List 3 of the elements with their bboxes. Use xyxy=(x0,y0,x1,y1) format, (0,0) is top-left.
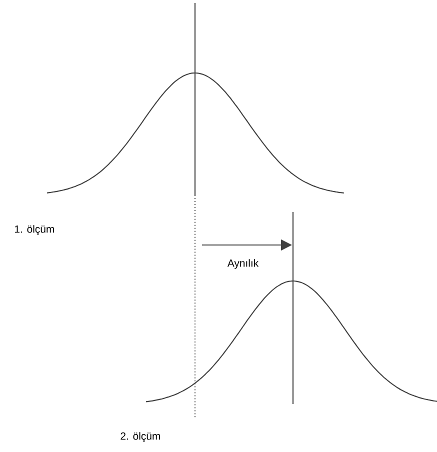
text-label: 2. ölçüm xyxy=(120,432,160,442)
text-label: 1. ölçüm xyxy=(15,225,54,235)
text-label: Aynılık xyxy=(227,259,259,269)
